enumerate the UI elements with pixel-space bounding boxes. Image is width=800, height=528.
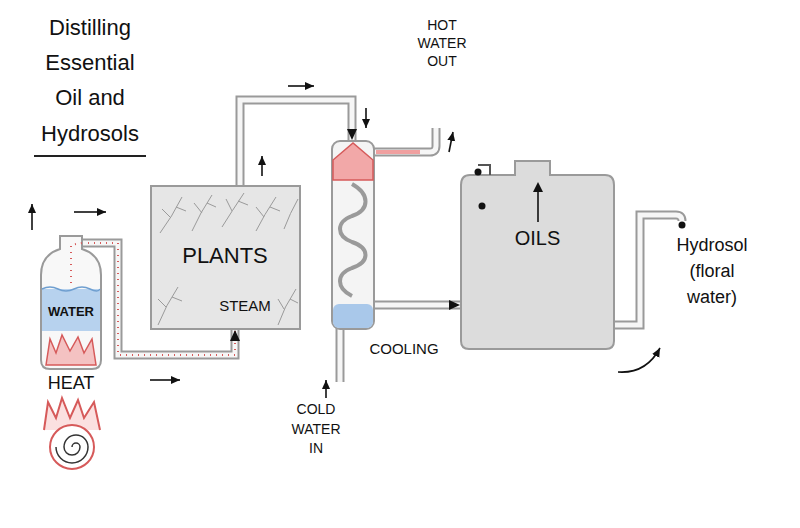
flow-arrow <box>288 85 314 87</box>
flow-arrow <box>325 380 327 398</box>
flow-arrow <box>365 108 367 128</box>
node-label: WATER <box>40 304 102 320</box>
flow-arrow <box>74 211 106 213</box>
text-slot: PLANTS <box>152 243 298 269</box>
boiler-heat <box>46 335 96 365</box>
plant-sprig <box>160 193 298 233</box>
node-label: PLANTS <box>152 243 298 269</box>
boiler-outline <box>40 235 105 370</box>
condenser-tube <box>332 141 374 329</box>
cold-water-pipe-inner <box>338 328 343 382</box>
condenser: COOLING <box>330 140 447 370</box>
text-slot: HEAT <box>36 373 106 395</box>
separator: OILS <box>460 160 615 350</box>
heat-label: HEAT <box>36 373 106 395</box>
oil-rise-arrow <box>537 190 539 222</box>
water-surface <box>42 287 100 291</box>
flow-arrow <box>261 156 263 176</box>
boiler-body <box>41 236 101 369</box>
condenser-hot-top <box>333 143 373 180</box>
pipe-bore <box>374 303 460 308</box>
arrow-carrier <box>374 305 460 306</box>
flow-arrow <box>618 348 660 372</box>
plant-sprig <box>158 287 298 325</box>
pipe-wall <box>374 301 460 310</box>
flow-arrow <box>150 379 180 381</box>
hot-water-tint <box>376 150 420 154</box>
hot-water-pipe <box>372 128 436 152</box>
text-slot: STEAM <box>192 297 298 315</box>
text-slot: WATER <box>40 304 102 320</box>
oil-drop <box>475 169 482 176</box>
steam-dots <box>71 243 82 283</box>
inlet-label: COLD WATER IN <box>285 400 347 459</box>
text-slot: Hydrosol (floral water) <box>668 232 756 310</box>
water-boiler: WATER <box>40 235 105 370</box>
pipe-connector <box>374 305 460 306</box>
oil-rise-head <box>533 182 543 192</box>
burner-ring <box>50 425 94 469</box>
text-slot: COLD WATER IN <box>285 400 347 459</box>
cold-water-pipe <box>336 328 345 382</box>
plant-chamber: PLANTS STEAM <box>150 185 301 330</box>
outlet-label: HOT WATER OUT <box>410 16 474 71</box>
flow-arrow <box>449 132 453 152</box>
flow-arrow <box>31 204 33 230</box>
node-label: COOLING <box>364 340 444 358</box>
node-sublabel: STEAM <box>192 297 298 315</box>
hydrosol-pipe <box>612 215 682 325</box>
burner-spiral <box>56 435 88 463</box>
node-label: OILS <box>495 226 580 250</box>
text-slot: COOLING <box>364 340 444 358</box>
hydrosol-pipe-inner <box>612 215 682 325</box>
text-slot: HOT WATER OUT <box>410 16 474 71</box>
separator-body <box>461 161 614 349</box>
text-slot: Distilling Essential Oil and Hydrosols <box>34 10 146 157</box>
condenser-coil <box>340 184 366 296</box>
hot-water-pipe-inner <box>372 128 436 152</box>
product-label: Hydrosol (floral water) <box>668 232 756 310</box>
condenser-outline <box>330 140 447 370</box>
hydrosol-drop <box>679 222 686 229</box>
text-slot: OILS <box>495 226 580 250</box>
separator-outline <box>460 160 615 350</box>
condenser-cold-bottom <box>333 304 373 328</box>
oil-drop <box>479 203 486 210</box>
diagram-title: Distilling Essential Oil and Hydrosols <box>34 10 146 157</box>
